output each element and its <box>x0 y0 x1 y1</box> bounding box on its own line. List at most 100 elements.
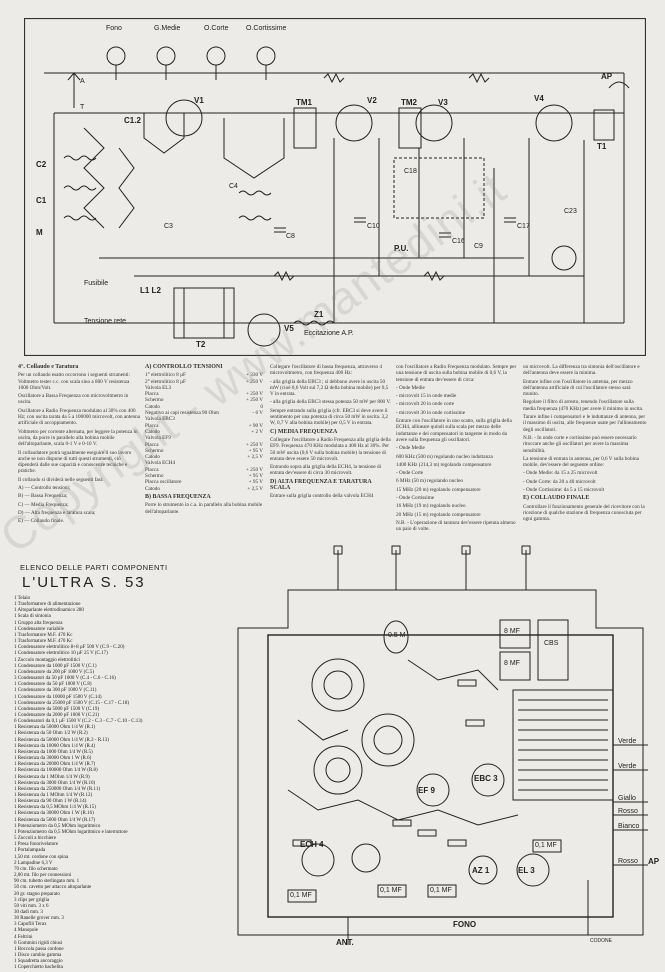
parts-item: 1 Boccola passa cordone <box>14 946 64 952</box>
paragraph: Collegare l'oscillatore a Radio Frequenz… <box>270 436 391 462</box>
cap-01mf-label-1: 0,1 MF <box>290 892 312 899</box>
pot-label: 0.5 M <box>388 632 406 639</box>
parts-list: ELENCO DELLE PARTI COMPONENTI L'ULTRA S.… <box>14 563 229 972</box>
ap-label: AP <box>601 72 613 81</box>
parts-item: 1 Condensatore da 1000 pF 1500 V (C.1) <box>14 663 97 669</box>
parts-item: 1 Condensatore variabile <box>14 626 64 632</box>
cap-label-m: M <box>36 228 43 237</box>
parts-item: 3 Capofili Terax <box>14 922 47 928</box>
chassis-drawing <box>237 545 648 945</box>
paragraph: Regolare il filtro di arresto, tenendo l… <box>523 399 644 412</box>
paragraph: 20 MHz (15 m) regolando compensatore <box>396 511 481 518</box>
paragraph: - microvolt 30 in onde cortissime <box>396 409 466 416</box>
parts-item: 1 Condensatore da 25000 pF 1500 V (C.15 … <box>14 700 130 706</box>
cap-label-c8: C8 <box>286 233 295 240</box>
cap-8mf-label-2: 8 MF <box>504 660 520 667</box>
parts-item: 3 clips per griglia <box>14 897 50 903</box>
parts-item: 1,50 mt. cordone con spina <box>14 854 69 860</box>
wire-color-verde-2: Verde <box>618 763 637 770</box>
text-column-3: Collegare l'oscillatore di bassa frequen… <box>270 364 392 502</box>
parts-item: 20 gr. stagno preparato <box>14 891 60 897</box>
parts-item: 1 Condensatore da 50 pF 1000 V (C.8) <box>14 682 92 688</box>
parts-item: 4 Feltrini <box>14 934 33 940</box>
cap-label-c3: C3 <box>164 223 173 230</box>
parts-item: 1 Resistenza da 1 MOhm 1/4 W (R.9) <box>14 774 90 780</box>
parts-item: 1 Condensatore elettrolitico 8+8 µF 500 … <box>14 645 125 651</box>
paragraph: Entrare infine con l'oscillatore in ante… <box>523 378 633 398</box>
voltage-value: + 95 V <box>248 473 263 480</box>
voltage-point: 1° elettrolitico 8 µF <box>145 372 186 379</box>
wire-color-rosso-2: Rosso <box>618 858 638 865</box>
paragraph: Oscillatore a Radio Frequenza modulato a… <box>18 407 141 427</box>
parts-item: 1 Presa fonorivelatore <box>14 842 59 848</box>
parts-list-title: ELENCO DELLE PARTI COMPONENTI <box>20 563 168 572</box>
voltage-row: Valvola EBC3 <box>145 416 263 422</box>
parts-item: 1 Portalampada <box>14 848 46 854</box>
paragraph: Entrare con l'oscillatore in uno scatto,… <box>396 418 512 443</box>
paragraph: N.B. - In onde corte e cortissime può es… <box>523 434 637 454</box>
parts-item: 1 Resistenza da 250000 Ohm 1/4 W (R.11) <box>14 786 101 792</box>
parts-item: 1 Resistenza da 10000 Ohm 1/4 W (R.4) <box>14 743 96 749</box>
paragraph: - Onde Medie <box>396 445 425 452</box>
tube-label-v4: V4 <box>534 94 544 103</box>
parts-item: 1 Coperchietto bachelita <box>14 965 63 971</box>
paragraph: - Onde Cortissime <box>396 495 435 502</box>
parts-item: 1 Resistenza da 50 Ohm 1/2 W (R.2) <box>14 731 88 737</box>
parts-item: 1 Trasformatore di alimentazione <box>14 602 81 608</box>
az1-label: AZ 1 <box>472 866 490 875</box>
parts-item: 1 Condensatore elettrolitico 10 µF 25 V … <box>14 651 108 657</box>
l1-l2-label: L1 L2 <box>140 286 161 295</box>
power-transformer-label: T2 <box>196 340 206 349</box>
parts-item: 1 Resistenza da 50000 Ohm 1/4 W (R.1) <box>14 725 96 731</box>
cap-label-c18: C18 <box>404 168 417 175</box>
section-heading-alta-frequenza: D) ALTA FREQUENZA E TARATURA SCALA <box>270 478 372 492</box>
ebc3-label: EBC 3 <box>474 774 498 783</box>
voltage-row: Valvola EF9 <box>145 435 263 441</box>
switch-label-fono: Fono <box>106 25 122 32</box>
parts-item: 90 cm. tubetto sterlingato mm. 1 <box>14 879 80 885</box>
voltage-value: + 250 V <box>246 378 263 385</box>
section-heading-media-frequenza: C) MEDIA FREQUENZA <box>270 428 338 435</box>
cap-label-c16: C16 <box>452 238 465 245</box>
cbs-label: CBS <box>544 640 559 647</box>
switch-label-ocorte: O.Corte <box>204 25 229 32</box>
voltage-value: + 250 V <box>246 466 263 473</box>
circuit-schematic: Fono G.Medie O.Corte O.Cortissime V1 V2 … <box>23 17 647 357</box>
parts-item: 1 Resistenza da 5000 Ohm 1/4 W (R.17) <box>14 817 96 823</box>
voltage-point: Valvola ECH4 <box>145 460 176 467</box>
mains-voltage-label: Tensione rete <box>84 318 127 325</box>
parts-item: 50 cm. cavetto per attacco altoparlante <box>14 885 92 891</box>
chassis-layout-drawing: 8 MF 8 MF CBS 0.5 M ECH 4 EF 9 EBC 3 EL … <box>228 540 659 950</box>
voltage-point: 2° elettrolitico 8 µF <box>145 378 186 385</box>
paragraph: D) — Alta frequenza e taratura scala; <box>18 509 96 516</box>
schematic-drawing <box>23 17 647 357</box>
z1-label: Z1 <box>314 310 324 319</box>
paragraph: Sempre entrando sulla griglia (cfr. EBC3… <box>270 407 389 427</box>
parts-item: 6 Condensatori da 0,1 µF 1500 V (C.2 - C… <box>14 719 143 725</box>
paragraph: - Onde Medie <box>396 384 425 391</box>
voltage-row: Schermo + 95 V <box>145 473 263 479</box>
wire-color-giallo: Giallo <box>618 795 636 802</box>
parts-item: 1 Gruppo alta frequenza <box>14 620 63 626</box>
voltage-value: + 250 V <box>246 397 263 404</box>
voltage-value: + 250 V <box>246 391 263 398</box>
voltage-value: + 250 V <box>246 441 263 448</box>
cap-01mf-label-2: 0,1 MF <box>380 887 402 894</box>
voltage-value: 0 <box>260 403 263 410</box>
parts-item: 1 Resistenza da 3000 Ohm 1/4 W (R.10) <box>14 780 96 786</box>
parts-item: 1 Disco cambio gamma <box>14 953 62 959</box>
column-5-paragraphs: un microvolt. La differenza tra sintonia… <box>523 364 647 493</box>
voltage-point: Negativo ai capi resistenza 90 Ohm <box>145 410 219 417</box>
voltage-row: Schermo+ 95 V <box>145 448 263 454</box>
voltage-point: Schermo <box>145 473 164 480</box>
voltage-point: Placca <box>145 466 159 473</box>
parts-item: 1 Resistenza da 30000 Ohm 1 W (R.16) <box>14 811 94 817</box>
voltage-row: Placca+ 250 V <box>145 391 263 397</box>
voltage-point: Valvola EF9 <box>145 435 171 442</box>
cap-label-c4: C4 <box>229 183 238 190</box>
voltage-point: Catodo <box>145 428 160 435</box>
fono-label: FONO <box>453 920 477 929</box>
antenna-t-label: T <box>80 104 85 111</box>
